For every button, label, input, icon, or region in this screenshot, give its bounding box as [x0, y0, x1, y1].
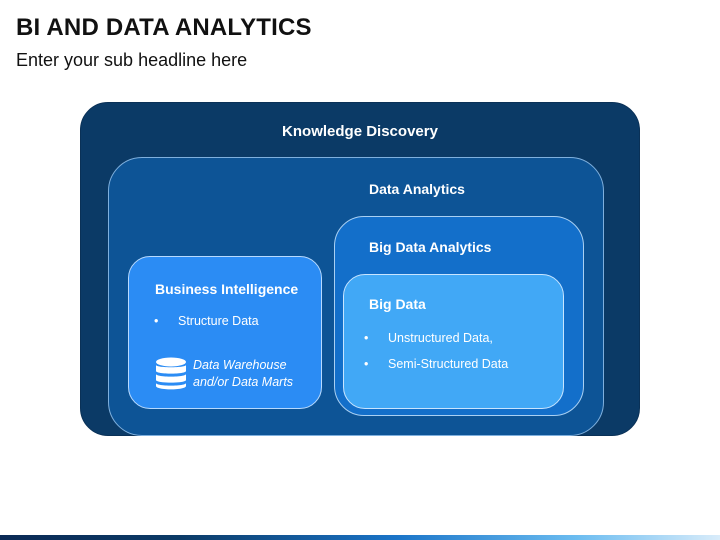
bullet-text: Unstructured Data,	[388, 331, 493, 345]
business-intelligence-bullet: • Structure Data	[154, 314, 259, 328]
footer-gradient-bar	[0, 535, 720, 540]
data-warehouse-line: Data Warehouse	[193, 358, 287, 372]
data-marts-line: and/or Data Marts	[193, 375, 294, 389]
big-data-bullet: • Unstructured Data,	[364, 331, 493, 345]
big-data-box: Big Data • Unstructured Data, • Semi-Str…	[343, 274, 564, 409]
bullet-dot: •	[364, 331, 369, 345]
page-subtitle: Enter your sub headline here	[16, 50, 248, 70]
bullet-text: Semi-Structured Data	[388, 357, 509, 371]
bullet-dot: •	[364, 357, 369, 371]
big-data-label: Big Data	[369, 296, 426, 312]
database-icon	[156, 357, 186, 390]
business-intelligence-box: Business Intelligence • Structure Data D…	[128, 256, 322, 409]
business-intelligence-label: Business Intelligence	[155, 281, 299, 297]
knowledge-discovery-label: Knowledge Discovery	[282, 123, 438, 140]
data-analytics-label: Data Analytics	[369, 181, 465, 197]
big-data-analytics-label: Big Data Analytics	[369, 239, 492, 255]
page-title: BI AND DATA ANALYTICS	[16, 14, 312, 41]
data-warehouse-text: Data Warehouse and/or Data Marts	[193, 357, 313, 391]
bullet-dot: •	[154, 314, 159, 328]
big-data-bullet: • Semi-Structured Data	[364, 357, 508, 371]
bullet-text: Structure Data	[178, 314, 259, 328]
